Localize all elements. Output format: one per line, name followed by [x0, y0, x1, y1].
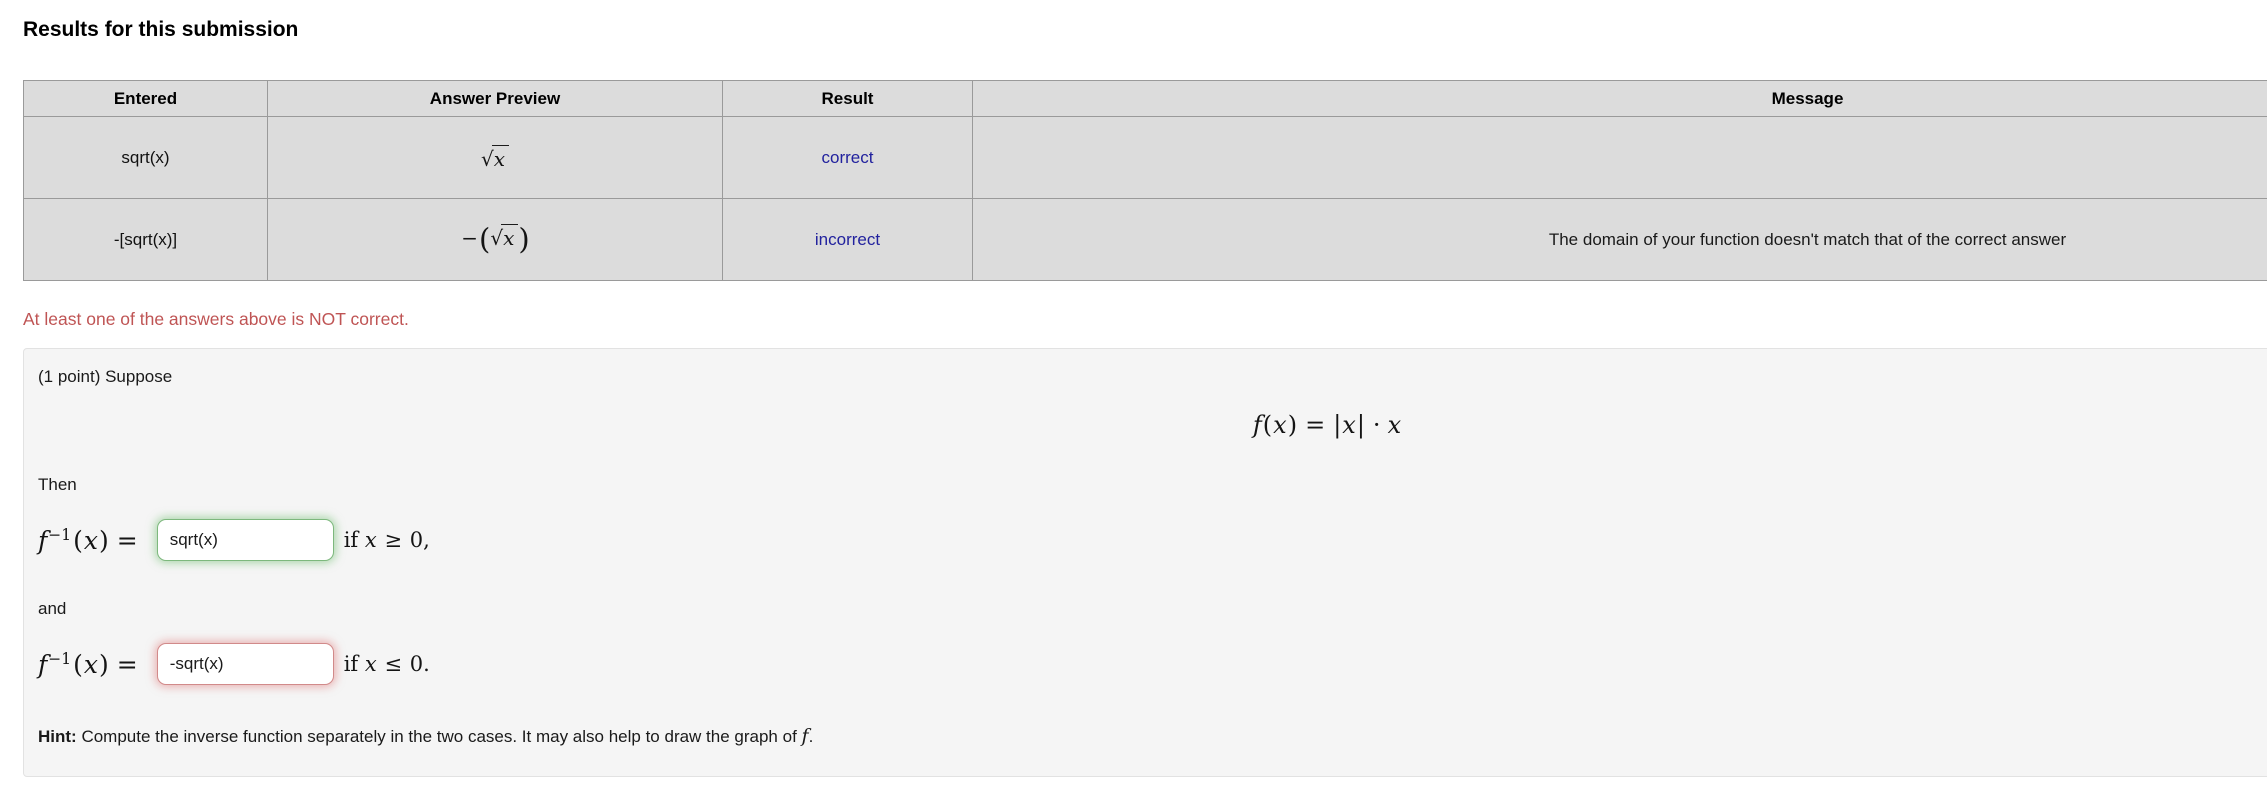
message-cell [973, 117, 2267, 199]
sqrt-expression: √x [481, 147, 509, 171]
entered-value: sqrt(x) [24, 117, 268, 199]
answer-preview: −(√x) [268, 199, 723, 281]
results-table: Entered Answer Preview Result Message sq… [23, 80, 2267, 281]
then-label: Then [38, 475, 2267, 495]
header-answer-preview: Answer Preview [268, 81, 723, 117]
inverse-lhs: f−1(x)= [38, 526, 145, 555]
table-row: -[sqrt(x)] −(√x) incorrect The domain of… [24, 199, 2267, 281]
neg-sqrt-expression: −(√x) [460, 226, 529, 250]
problem-panel: (1 point) Suppose f(x)=|x|·x Then f−1(x)… [23, 348, 2267, 777]
message-cell: The domain of your function doesn't matc… [973, 199, 2267, 281]
points-label: (1 point) Suppose [38, 367, 2267, 387]
and-label: and [38, 599, 2267, 619]
header-result: Result [723, 81, 973, 117]
result-status: correct [723, 117, 973, 199]
summary-warning: At least one of the answers above is NOT… [23, 309, 2267, 330]
result-status: incorrect [723, 199, 973, 281]
page-title: Results for this submission [23, 18, 2267, 42]
answer-input-positive-case[interactable] [157, 519, 334, 561]
answer-preview: √x [268, 117, 723, 199]
page: Results for this submission Entered Answ… [0, 18, 2267, 777]
condition-positive: if x ≥ 0, [344, 528, 430, 552]
table-row: sqrt(x) √x correct [24, 117, 2267, 199]
answer-input-negative-case[interactable] [157, 643, 334, 685]
header-entered: Entered [24, 81, 268, 117]
entered-value: -[sqrt(x)] [24, 199, 268, 281]
condition-negative: if x ≤ 0. [344, 652, 430, 676]
header-message: Message [973, 81, 2267, 117]
hint-text: Hint: Compute the inverse function separ… [38, 725, 2267, 747]
results-header-row: Entered Answer Preview Result Message [24, 81, 2267, 117]
case-row-positive: f−1(x)= if x ≥ 0, [38, 519, 2267, 561]
function-equation: f(x)=|x|·x [38, 411, 2267, 439]
case-row-negative: f−1(x)= if x ≤ 0. [38, 643, 2267, 685]
inverse-lhs: f−1(x)= [38, 650, 145, 679]
